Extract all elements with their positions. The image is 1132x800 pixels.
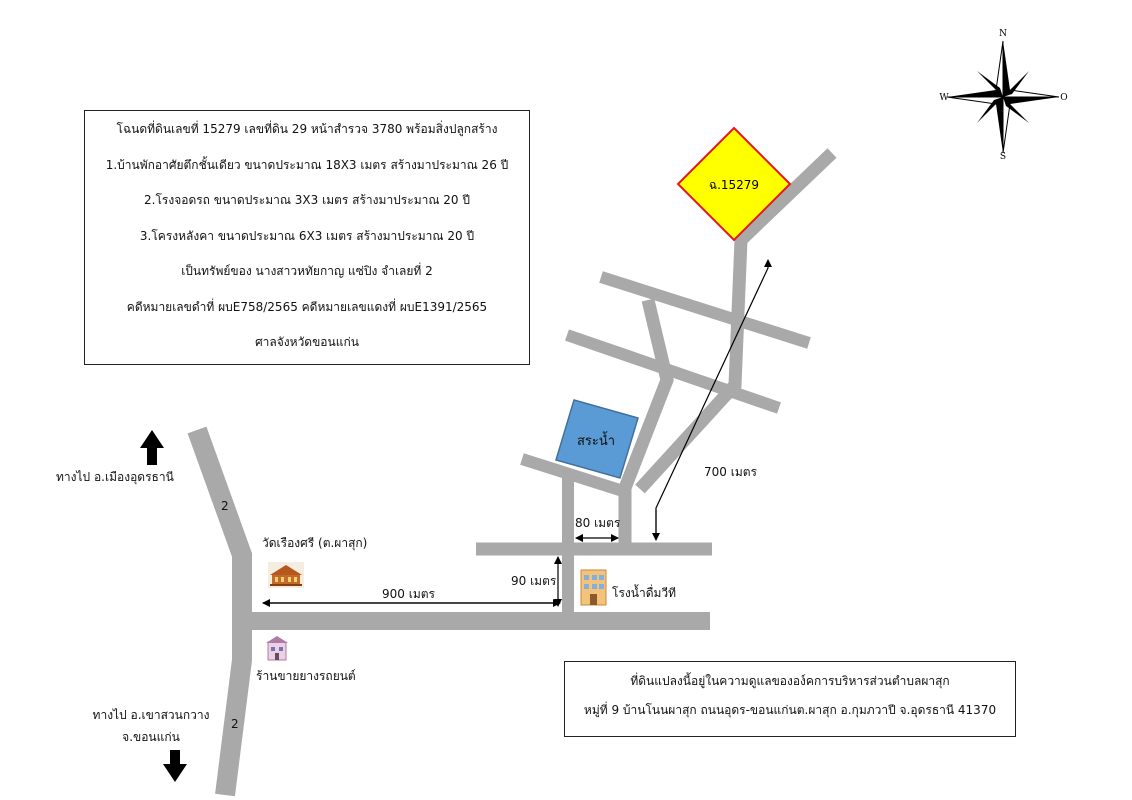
distance-700m: 700 เมตร [704,465,757,479]
cross-road-2 [565,329,781,414]
compass-e: O [1060,93,1067,103]
land-parcel [676,126,792,242]
to-udon-label: ทางไป อ.เมืองอุดรธานี [56,470,174,484]
temple-icon [268,562,304,588]
location-line: ที่ดินแปลงนี้อยู่ในความดูแลขององ์คการบริ… [630,674,950,688]
distance-900m: 900 เมตร [382,587,435,601]
info-line: เป็นทรัพย์ของ นางสาวหทัยกาญ แซ่ปิง จำเลย… [181,264,433,278]
location-info-box: ที่ดินแปลงนี้อยู่ในความดูแลขององ์คการบริ… [564,661,1016,737]
distance-arrows [262,259,772,607]
info-line: ศาลจังหวัดขอนแก่น [255,335,359,349]
info-line: คดีหมายเลขดำที่ ผบE758/2565 คดีหมายเลขแด… [126,299,488,314]
pond-road [520,453,628,498]
tire-shop-label: ร้านขายยางรถยนต์ [256,669,356,683]
compass-n: N [999,29,1007,39]
pond-label: สระน้ำ [577,431,615,449]
to-khonkaen-label-2: จ.ขอนแก่น [122,730,180,744]
branch-road [618,298,674,549]
highway-2 [187,426,252,797]
water-plant-label: โรงน้ำดื่มวีที [612,586,677,600]
info-line: 1.บ้านพักอาศัยตึกชั้นเดียว ขนาดประมาณ 18… [105,157,509,172]
direction-arrow-north [140,430,164,465]
highway-number-top: 2 [221,499,229,513]
parcel-label: ฉ.15279 [709,178,759,192]
compass-s: S [1000,152,1006,162]
to-khonkaen-label-1: ทางไป อ.เขาสวนกวาง [92,708,210,722]
temple-label: วัดเรืองศรี (ต.ผาสุก) [262,536,368,550]
distance-80m: 80 เมตร [575,516,621,530]
compass-rose-icon [946,40,1060,154]
property-info-box: โฉนดที่ดินเลขที่ 15279 เลขที่ดิน 29 หน้า… [84,110,530,365]
direction-arrow-south [163,750,187,782]
compass-w: W [939,93,949,103]
cross-road-1 [599,271,811,349]
upper-road [635,148,837,494]
roads [187,148,837,797]
info-line: โฉนดที่ดินเลขที่ 15279 เลขที่ดิน 29 หน้า… [116,122,498,136]
tire-shop-icon [266,636,288,661]
pond [555,399,639,479]
info-line: 3.โครงหลังคา ขนาดประมาณ 6X3 เมตร สร้างมา… [139,228,475,243]
water-plant-building-icon [580,569,607,606]
distance-90m: 90 เมตร [511,574,557,588]
highway-number-bottom: 2 [231,717,239,731]
info-line: 2.โรงจอดรถ ขนาดประมาณ 3X3 เมตร สร้างมาปร… [144,193,470,207]
location-line: หมู่ที่ 9 บ้านโนนผาสุก ถนนอุดร-ขอนแก่นต.… [583,703,997,717]
